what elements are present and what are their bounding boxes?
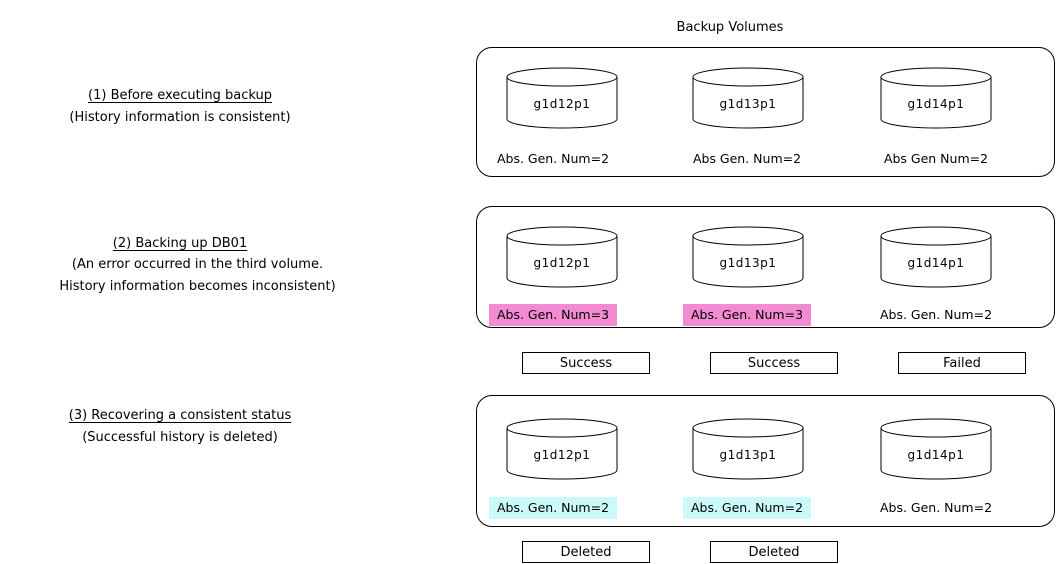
generation-number-label: Abs. Gen. Num=3 bbox=[683, 304, 811, 326]
generation-number-label: Abs. Gen. Num=2 bbox=[879, 500, 993, 515]
status-box: Success bbox=[710, 352, 838, 374]
volume-cylinder-icon: g1d14p1 bbox=[880, 226, 992, 290]
generation-number-label: Abs Gen. Num=2 bbox=[692, 151, 802, 166]
generation-number-label: Abs. Gen. Num=2 bbox=[683, 497, 811, 519]
volume-cylinder-icon: g1d13p1 bbox=[692, 226, 804, 290]
scenario-3-title: (3) Recovering a consistent status bbox=[40, 408, 320, 424]
generation-number-label: Abs. Gen. Num=3 bbox=[489, 304, 617, 326]
volume-cylinder-icon: g1d12p1 bbox=[506, 418, 618, 482]
volume-name: g1d14p1 bbox=[907, 97, 965, 111]
status-box: Success bbox=[522, 352, 650, 374]
status-box: Deleted bbox=[522, 541, 650, 563]
volume-cylinder-icon: g1d12p1 bbox=[506, 226, 618, 290]
generation-number-label: Abs Gen Num=2 bbox=[883, 151, 989, 166]
volume-name: g1d14p1 bbox=[907, 256, 965, 270]
volume-cylinder-icon: g1d12p1 bbox=[506, 67, 618, 131]
volume-name: g1d13p1 bbox=[719, 448, 777, 462]
scenario-2-title: (2) Backing up DB01 bbox=[40, 236, 320, 252]
generation-number-label: Abs. Gen. Num=2 bbox=[489, 497, 617, 519]
volume-cylinder-icon: g1d14p1 bbox=[880, 67, 992, 131]
scenario-2-desc-line-2: History information becomes inconsistent… bbox=[59, 279, 336, 294]
volume-name: g1d13p1 bbox=[719, 97, 777, 111]
volume-cylinder-icon: g1d13p1 bbox=[692, 418, 804, 482]
scenario-1-title-text: (1) Before executing backup bbox=[88, 88, 272, 103]
scenario-1-title: (1) Before executing backup bbox=[40, 88, 320, 104]
generation-number-label: Abs. Gen. Num=2 bbox=[496, 151, 610, 166]
volume-name: g1d12p1 bbox=[533, 97, 591, 111]
volume-name: g1d14p1 bbox=[907, 448, 965, 462]
volume-cylinder-icon: g1d14p1 bbox=[880, 418, 992, 482]
status-box: Deleted bbox=[710, 541, 838, 563]
scenario-1-desc: (History information is consistent) bbox=[69, 110, 291, 125]
volume-cylinder-icon: g1d13p1 bbox=[692, 67, 804, 131]
scenario-2-title-text: (2) Backing up DB01 bbox=[112, 236, 248, 251]
status-box: Failed bbox=[898, 352, 1026, 374]
generation-number-label: Abs. Gen. Num=2 bbox=[879, 307, 993, 322]
scenario-3-title-text: (3) Recovering a consistent status bbox=[68, 408, 292, 423]
volume-name: g1d12p1 bbox=[533, 448, 591, 462]
backup-volumes-title: Backup Volumes bbox=[676, 20, 784, 35]
volume-name: g1d13p1 bbox=[719, 256, 777, 270]
scenario-2-desc-line-1: (An error occurred in the third volume. bbox=[71, 257, 324, 272]
scenario-3-desc: (Successful history is deleted) bbox=[82, 430, 278, 445]
volume-name: g1d12p1 bbox=[533, 256, 591, 270]
